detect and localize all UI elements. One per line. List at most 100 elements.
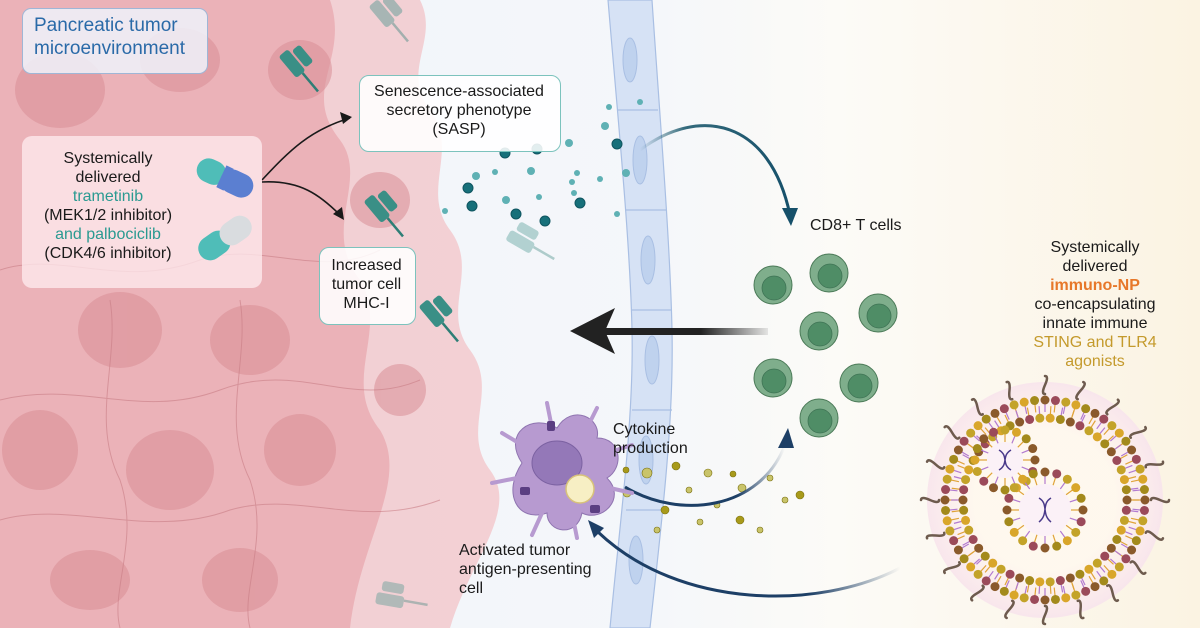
receptor-icons <box>520 421 600 513</box>
tcells-label: CD8+ T cells <box>810 217 902 234</box>
np-line1: Systemically <box>1050 239 1140 256</box>
sasp-particle <box>466 200 478 212</box>
drug-arrows <box>261 112 352 220</box>
t-cell-icon <box>753 358 793 398</box>
dna-icon <box>1038 497 1052 523</box>
sasp-particle <box>622 169 630 177</box>
np-line4: co-encapsulating <box>1034 296 1156 313</box>
title-box <box>22 8 208 74</box>
cytokine-particle <box>766 474 774 482</box>
mhc-receptor-icon <box>369 0 409 43</box>
cytokine-particle <box>756 526 764 534</box>
cytokine-label: Cytokine production <box>613 420 713 458</box>
cytokine-particle <box>685 486 693 494</box>
sasp-line2: secretory phenotype <box>386 102 532 119</box>
sasp-particle <box>472 172 480 180</box>
cytokine-particle <box>795 490 805 500</box>
drug-palbociclib-desc: (CDK4/6 inhibitor) <box>44 245 172 262</box>
title-line2: microenvironment <box>34 38 185 59</box>
cytokine-particle <box>660 505 670 515</box>
mhc-line3: MHC-I <box>343 295 390 312</box>
sasp-particle <box>569 179 575 185</box>
sasp-particle <box>614 211 620 217</box>
mhc-receptor-icon <box>506 222 555 261</box>
drug-panel <box>22 136 262 288</box>
t-cell-icon <box>753 265 793 305</box>
t-cell-icon <box>809 253 849 293</box>
t-cell-icon <box>858 293 898 333</box>
nanoparticle-label: Systemically delivered immuno-NP co-enca… <box>1020 238 1170 371</box>
sasp-particle <box>492 169 498 175</box>
sasp-line3: (SASP) <box>432 121 486 138</box>
sasp-particle <box>565 139 573 147</box>
cytokine-particle <box>703 468 713 478</box>
mhc-box <box>319 247 416 325</box>
mhc-label: Increased tumor cell MHC-I <box>319 256 414 313</box>
sasp-particle <box>601 122 609 130</box>
np-line2: delivered <box>1062 258 1128 275</box>
np-line5: innate immune <box>1042 315 1148 332</box>
cytokine-line2: production <box>613 440 688 457</box>
sasp-particle <box>606 104 612 110</box>
sasp-particle <box>502 196 510 204</box>
t-cell-icon <box>799 311 839 351</box>
mhc-line1: Increased <box>331 257 402 274</box>
nanoparticle-icon <box>565 474 595 504</box>
sasp-particle <box>597 176 603 182</box>
apc-line3: cell <box>459 580 484 597</box>
apc-label: Activated tumor antigen-presenting cell <box>459 541 629 598</box>
cytokine-particle <box>735 515 745 525</box>
sasp-to-tcell-arrow <box>639 124 798 226</box>
sasp-particle <box>611 138 623 150</box>
arrow-to-sasp <box>261 117 351 181</box>
sasp-particle <box>442 208 448 214</box>
dna-icon <box>998 449 1012 471</box>
sasp-particle <box>527 167 535 175</box>
sasp-particle <box>571 190 577 196</box>
sasp-box <box>359 75 561 152</box>
sasp-label: Senescence-associated secretory phenotyp… <box>359 82 559 139</box>
drug-line1: Systemically <box>63 150 153 167</box>
sasp-particle <box>462 182 474 194</box>
np-line3: immuno-NP <box>1050 277 1140 294</box>
sasp-particle <box>574 170 580 176</box>
tcell-to-tumor-arrow <box>570 308 768 354</box>
cytokine-to-tcell-arrow <box>624 428 794 507</box>
cytokine-particle <box>671 461 681 471</box>
drug-trametinib-desc: (MEK1/2 inhibitor) <box>43 207 173 224</box>
capsule-icon-trametinib <box>196 158 254 198</box>
title-line1: Pancreatic tumor <box>34 15 178 36</box>
arrow-to-mhc <box>261 181 341 216</box>
cytokine-line1: Cytokine <box>613 421 676 438</box>
cytokine-particle <box>781 496 789 504</box>
immuno-nanoparticle <box>919 374 1171 626</box>
apc-line1: Activated tumor <box>459 542 571 559</box>
mhc-receptor-icon <box>419 295 459 343</box>
cytokine-particle <box>653 526 661 534</box>
cytokine-particle <box>641 467 653 479</box>
mhc-receptors <box>279 0 555 609</box>
sasp-particles <box>442 99 643 227</box>
mhc-receptor-icon <box>364 190 404 238</box>
mhc-line2: tumor cell <box>331 276 402 293</box>
t-cell-icon <box>839 363 879 403</box>
apc-line2: antigen-presenting <box>459 561 592 578</box>
drug-line2: delivered <box>75 169 141 186</box>
capsule-icons <box>196 158 254 261</box>
sasp-particle <box>510 208 522 220</box>
sasp-particle <box>536 194 542 200</box>
cytokine-particle <box>696 518 704 526</box>
sasp-particle <box>637 99 643 105</box>
capsule-icon-palbociclib <box>198 215 252 261</box>
np-line7: agonists <box>1065 353 1125 370</box>
np-line6: STING and TLR4 <box>1033 334 1157 351</box>
np-to-apc-arrow <box>588 520 901 598</box>
t-cell-icon <box>799 398 839 438</box>
mhc-receptor-icon <box>279 45 319 93</box>
cytokine-particle <box>622 466 630 474</box>
antigen-presenting-cell <box>490 401 634 540</box>
drug-trametinib: trametinib <box>72 188 144 205</box>
drug-panel-text: Systemically delivered trametinib (MEK1/… <box>28 149 188 263</box>
sasp-line1: Senescence-associated <box>374 83 544 100</box>
sasp-particle <box>574 197 586 209</box>
